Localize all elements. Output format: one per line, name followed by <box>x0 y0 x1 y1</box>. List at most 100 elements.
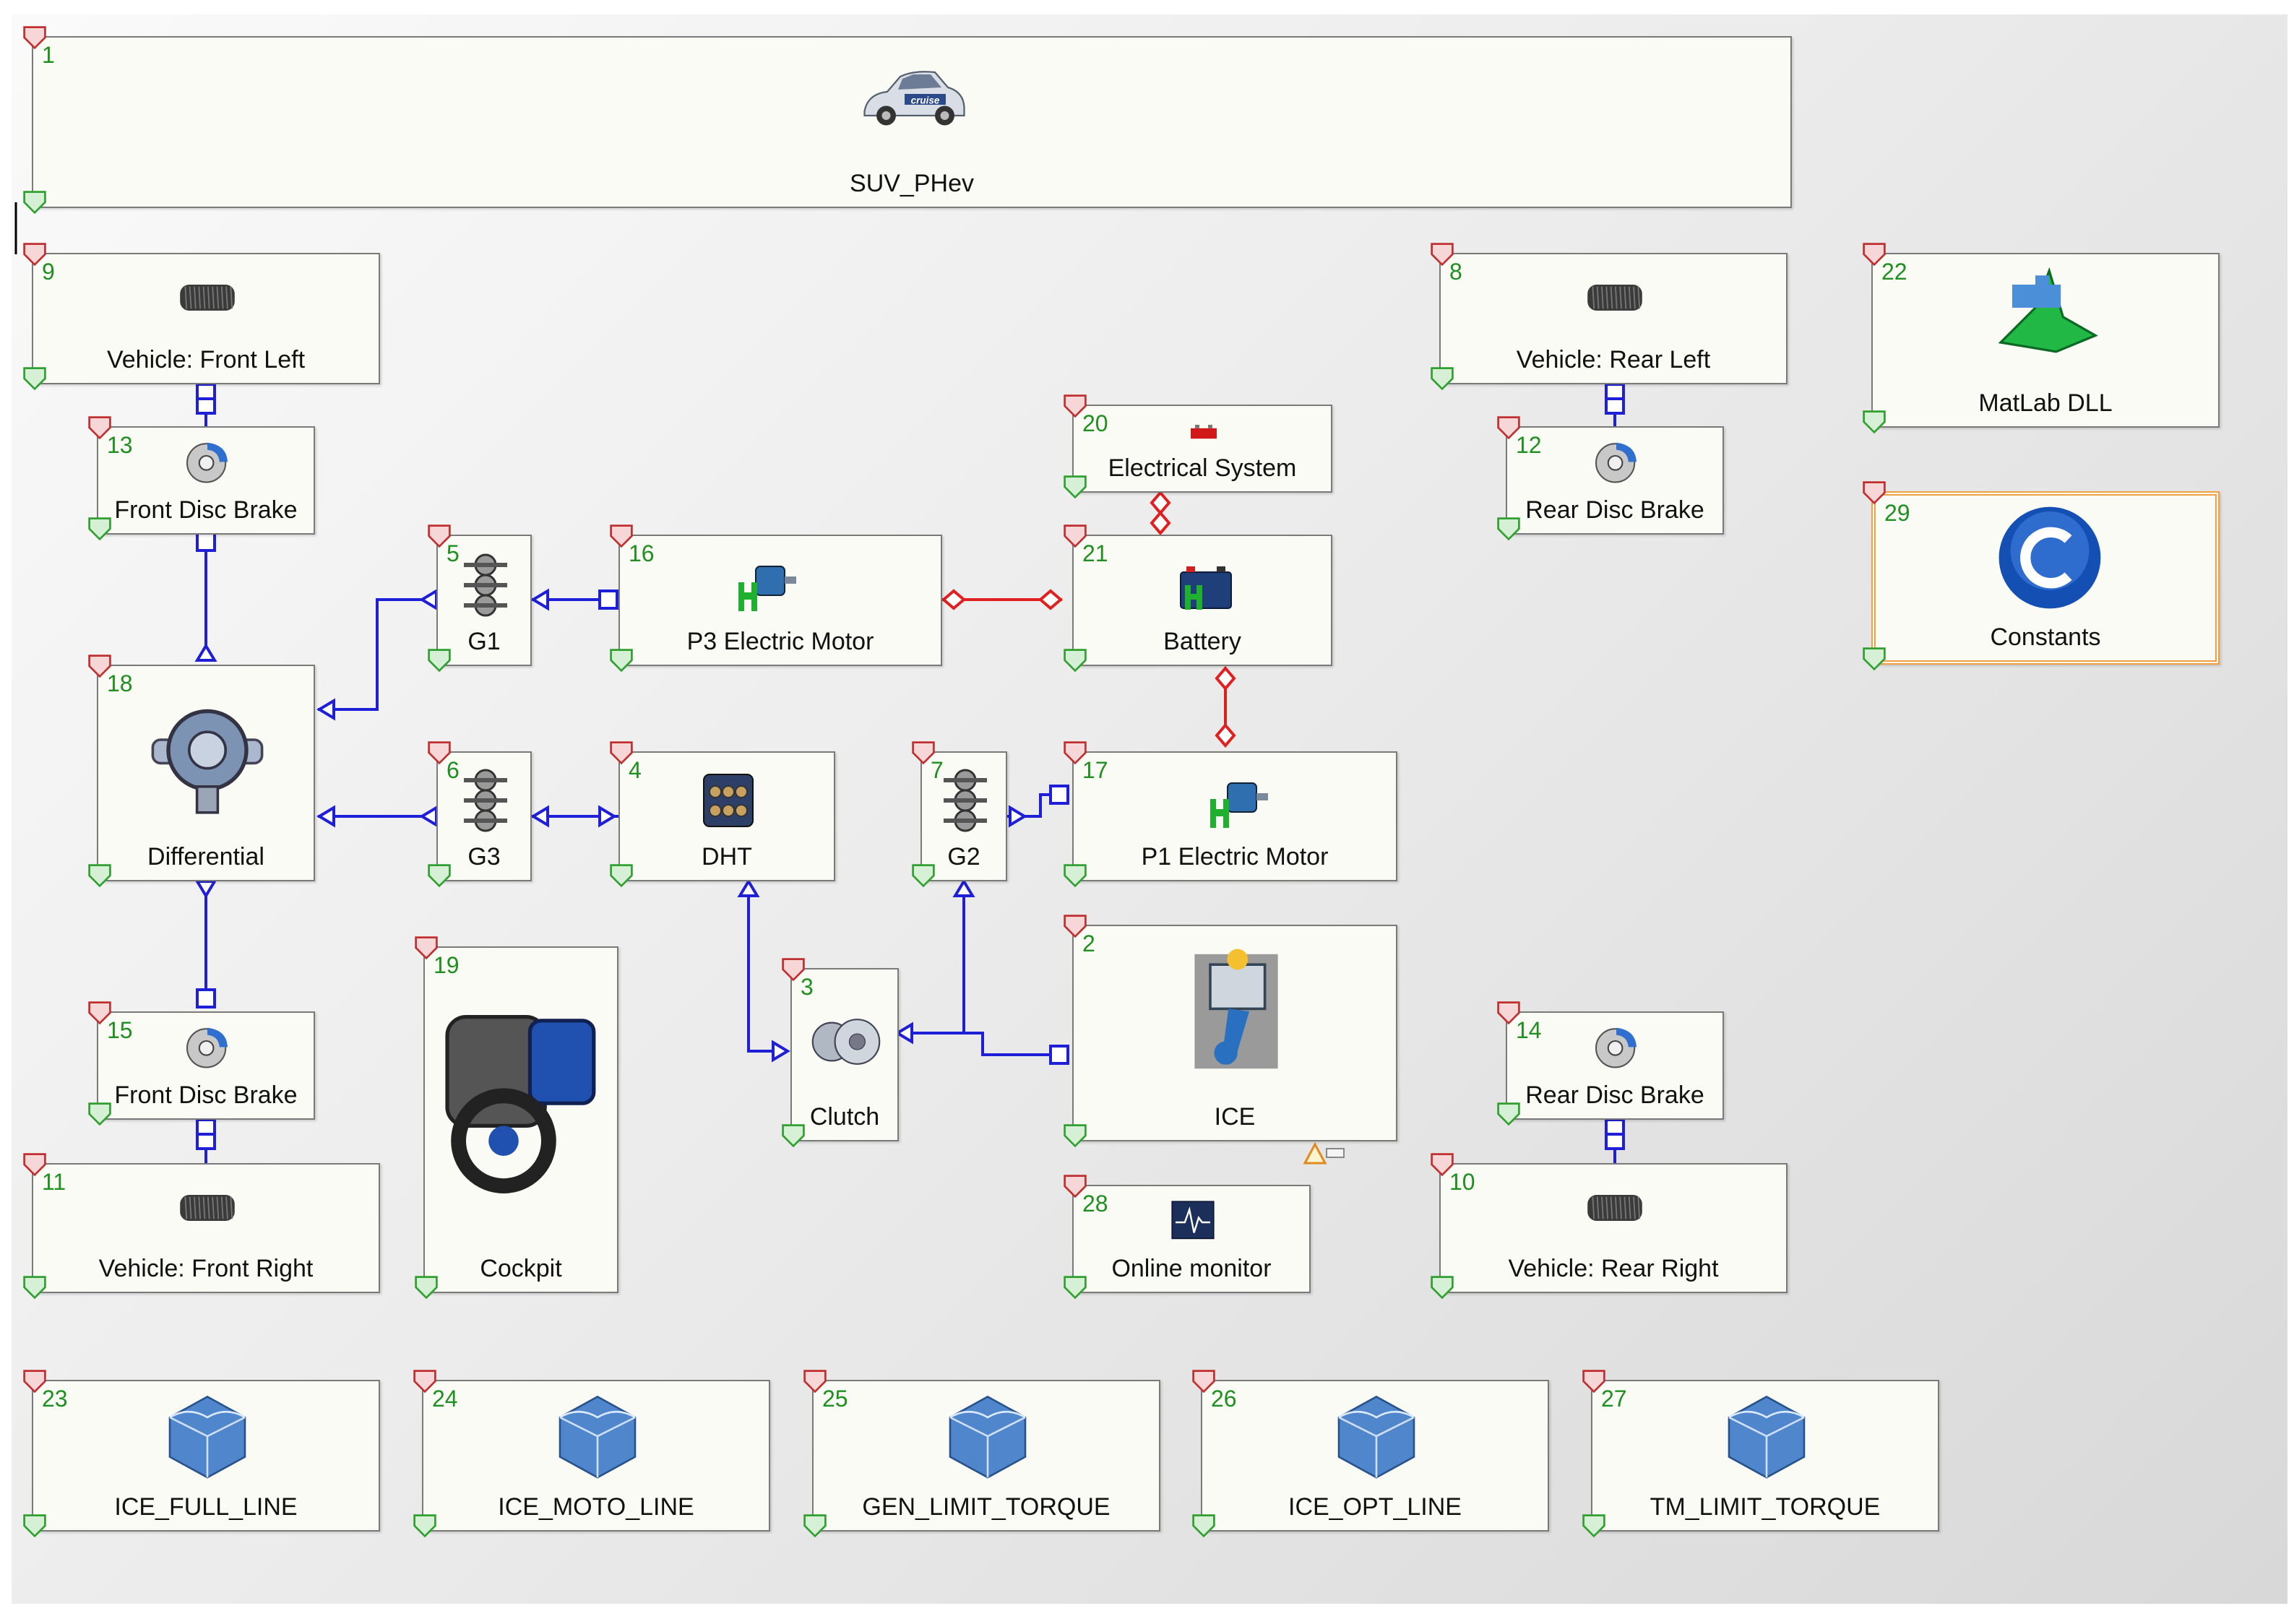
output-port-flag-icon[interactable] <box>412 1513 438 1539</box>
gear-set-icon <box>464 553 507 617</box>
output-port-flag-icon[interactable] <box>87 516 113 542</box>
clutch-icon <box>811 1019 881 1065</box>
output-port-flag-icon[interactable] <box>1496 1101 1522 1127</box>
component-label: Battery <box>1163 628 1241 655</box>
input-port-flag-icon[interactable] <box>1429 241 1455 267</box>
output-port-flag-icon[interactable] <box>22 189 48 215</box>
output-port-flag-icon[interactable] <box>608 863 634 889</box>
input-port-flag-icon[interactable] <box>426 523 452 549</box>
output-port-flag-icon[interactable] <box>87 863 113 889</box>
input-port-flag-icon[interactable] <box>1861 480 1887 506</box>
input-port-flag-icon[interactable] <box>1861 241 1887 267</box>
input-port-flag-icon[interactable] <box>412 1368 438 1394</box>
output-port-flag-icon[interactable] <box>426 647 452 673</box>
output-port-flag-icon[interactable] <box>1429 366 1455 392</box>
input-port-flag-icon[interactable] <box>87 1000 113 1026</box>
input-port-flag-icon[interactable] <box>1191 1368 1217 1394</box>
output-port-flag-icon[interactable] <box>1062 474 1088 500</box>
input-port-flag-icon[interactable] <box>608 523 634 549</box>
output-port-flag-icon[interactable] <box>1861 409 1887 435</box>
output-port-flag-icon[interactable] <box>426 863 452 889</box>
input-port-flag-icon[interactable] <box>802 1368 828 1394</box>
input-port-flag-icon[interactable] <box>1062 393 1088 419</box>
input-port-flag-icon[interactable] <box>608 740 634 766</box>
component-label: G1 <box>467 628 501 655</box>
output-port-flag-icon[interactable] <box>910 863 936 889</box>
output-port-flag-icon[interactable] <box>1191 1513 1217 1539</box>
output-port-flag-icon[interactable] <box>1581 1513 1607 1539</box>
input-port-flag-icon[interactable] <box>1581 1368 1607 1394</box>
output-port-flag-icon[interactable] <box>608 647 634 673</box>
output-port-flag-icon[interactable] <box>1496 516 1522 542</box>
input-port-flag-icon[interactable] <box>413 935 439 961</box>
component-label: ICE_OPT_LINE <box>1288 1493 1462 1521</box>
component-label: Cockpit <box>480 1255 562 1282</box>
input-port-flag-icon[interactable] <box>22 25 48 51</box>
output-port-flag-icon[interactable] <box>87 1101 113 1127</box>
output-port-flag-icon[interactable] <box>802 1513 828 1539</box>
input-port-flag-icon[interactable] <box>1496 415 1522 441</box>
input-port-flag-icon[interactable] <box>1062 740 1088 766</box>
component-label: Electrical System <box>1108 454 1297 482</box>
component-number: 10 <box>1449 1169 1475 1195</box>
output-port-flag-icon[interactable] <box>413 1274 439 1300</box>
input-port-flag-icon[interactable] <box>22 1368 48 1394</box>
component-number: 14 <box>1516 1017 1542 1043</box>
input-port-flag-icon[interactable] <box>426 740 452 766</box>
input-port-flag-icon[interactable] <box>1062 1173 1088 1199</box>
input-port-flag-icon[interactable] <box>1429 1152 1455 1178</box>
component-number: 3 <box>801 974 814 1000</box>
output-port-flag-icon[interactable] <box>22 1513 48 1539</box>
input-port-flag-icon[interactable] <box>87 415 113 441</box>
output-port-flag-icon[interactable] <box>1062 1123 1088 1149</box>
component-number: 18 <box>107 670 133 696</box>
output-port-flag-icon[interactable] <box>780 1123 806 1149</box>
input-port-flag-icon[interactable] <box>1062 913 1088 939</box>
output-port-flag-icon[interactable] <box>22 1274 48 1300</box>
input-port-flag-icon[interactable] <box>22 241 48 267</box>
output-port-flag-icon[interactable] <box>1861 646 1887 672</box>
output-port-flag-icon[interactable] <box>1429 1274 1455 1300</box>
component-number: 17 <box>1082 757 1108 783</box>
input-port-flag-icon[interactable] <box>1062 523 1088 549</box>
input-port-flag-icon[interactable] <box>910 740 936 766</box>
input-port-flag-icon[interactable] <box>1496 1000 1522 1026</box>
output-port-flag-icon[interactable] <box>1062 863 1088 889</box>
input-port-flag-icon[interactable] <box>780 956 806 982</box>
output-port-flag-icon[interactable] <box>1062 1274 1088 1300</box>
component-label: ICE_FULL_LINE <box>114 1493 298 1521</box>
input-port-flag-icon[interactable] <box>22 1152 48 1178</box>
output-port-flag-icon[interactable] <box>22 366 48 392</box>
input-port-flag-icon[interactable] <box>87 653 113 679</box>
output-port-flag-icon[interactable] <box>1062 647 1088 673</box>
